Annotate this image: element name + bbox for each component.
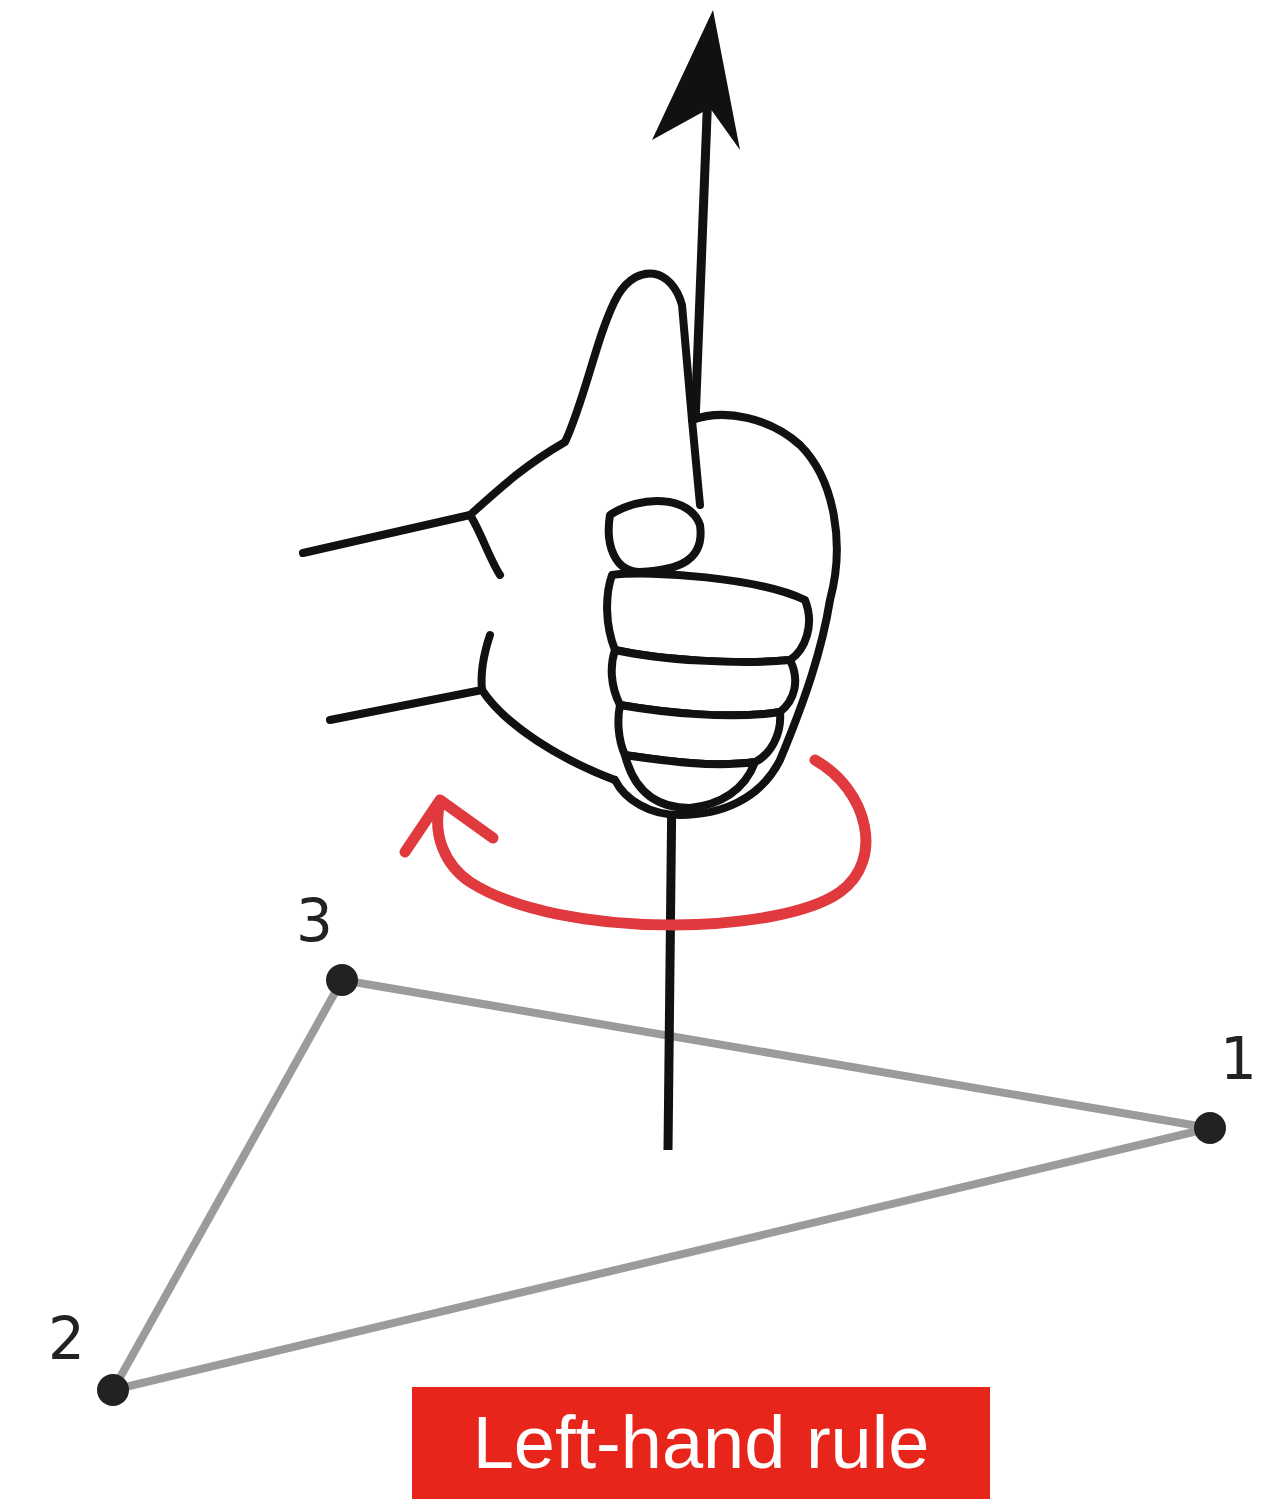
rotation-arrow: [405, 760, 866, 925]
triangle: [113, 980, 1210, 1390]
banner-text: Left-hand rule: [473, 1402, 930, 1483]
hand: [303, 273, 837, 815]
vertex-dots: [97, 964, 1226, 1406]
title-banner: Left-hand rule: [412, 1387, 990, 1499]
callout-number: 3: [296, 892, 333, 950]
callout-number: 1: [1220, 1030, 1257, 1088]
callout-number: 2: [48, 1310, 85, 1368]
